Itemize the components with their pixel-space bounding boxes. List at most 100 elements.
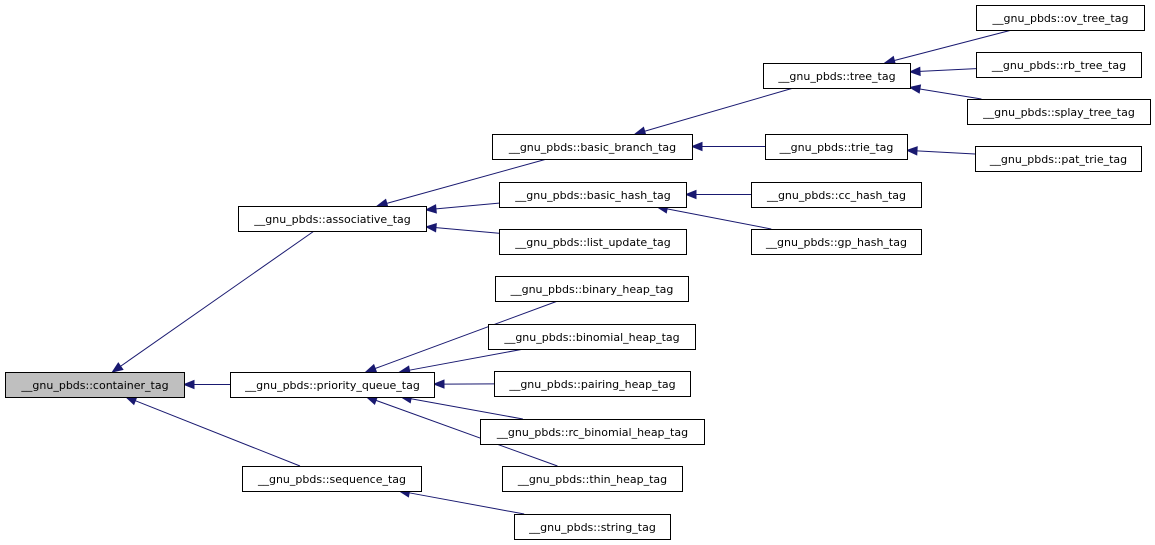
node-box — [514, 514, 671, 540]
node-binary-heap[interactable]: __gnu_pbds::binary_heap_tag — [495, 276, 689, 302]
node-box — [5, 372, 185, 398]
node-label: __gnu_pbds::ov_tree_tag — [992, 12, 1129, 25]
node-pat-trie[interactable]: __gnu_pbds::pat_trie_tag — [975, 146, 1142, 172]
node-box — [976, 52, 1142, 78]
node-basic-hash[interactable]: __gnu_pbds::basic_hash_tag — [499, 182, 687, 208]
arrowhead-icon — [182, 379, 195, 390]
node-box — [751, 182, 922, 208]
edge-priority_queue-to-container — [182, 379, 230, 390]
node-string[interactable]: __gnu_pbds::string_tag — [514, 514, 671, 540]
edge-line — [375, 399, 558, 467]
arrowhead-icon — [908, 84, 922, 94]
edge-associative-to-container — [111, 230, 315, 373]
node-binomial-heap[interactable]: __gnu_pbds::binomial_heap_tag — [488, 324, 696, 350]
edge-binary_heap-to-priority_queue — [364, 300, 558, 373]
edge-cc_hash-to-basic_hash — [684, 189, 751, 200]
edge-basic_hash-to-associative — [424, 202, 500, 214]
graph-nodes: __gnu_pbds::container_tag __gnu_pbds::ass… — [5, 5, 1151, 540]
node-tree[interactable]: __gnu_pbds::tree_tag — [763, 63, 911, 89]
node-basic-branch[interactable]: __gnu_pbds::basic_branch_tag — [492, 134, 693, 160]
node-label: __gnu_pbds::splay_tree_tag — [982, 106, 1135, 119]
edge-line — [409, 492, 525, 515]
arrowhead-icon — [432, 379, 445, 389]
arrowhead-icon — [908, 66, 921, 77]
node-sequence[interactable]: __gnu_pbds::sequence_tag — [242, 466, 422, 492]
edge-gp_hash-to-basic_hash — [655, 204, 772, 230]
node-box — [765, 134, 908, 160]
node-rc-binomial-heap[interactable]: __gnu_pbds::rc_binomial_heap_tag — [480, 419, 705, 445]
edge-line — [374, 300, 558, 369]
node-thin-heap[interactable]: __gnu_pbds::thin_heap_tag — [502, 466, 683, 492]
node-gp-hash[interactable]: __gnu_pbds::gp_hash_tag — [751, 229, 922, 255]
node-box — [238, 206, 427, 232]
node-box — [488, 324, 696, 350]
arrowhead-icon — [424, 204, 437, 214]
arrowhead-icon — [684, 189, 697, 200]
node-label: __gnu_pbds::cc_hash_tag — [766, 189, 906, 202]
node-priority-queue[interactable]: __gnu_pbds::priority_queue_tag — [230, 372, 435, 398]
arrowhead-icon — [424, 223, 437, 233]
node-pairing-heap[interactable]: __gnu_pbds::pairing_heap_tag — [494, 371, 691, 397]
edge-line — [386, 158, 547, 204]
node-box — [763, 63, 911, 89]
node-box — [967, 99, 1151, 125]
edge-line — [435, 227, 500, 234]
node-box — [494, 371, 691, 397]
node-box — [242, 466, 422, 492]
node-box — [480, 419, 705, 445]
node-box — [976, 5, 1145, 31]
arrowhead-icon — [690, 141, 703, 152]
node-label: __gnu_pbds::rb_tree_tag — [991, 59, 1126, 72]
node-label: __gnu_pbds::list_update_tag — [514, 236, 670, 249]
node-box — [230, 372, 435, 398]
arrowhead-icon — [124, 396, 138, 406]
node-label: __gnu_pbds::binomial_heap_tag — [503, 331, 679, 344]
node-trie[interactable]: __gnu_pbds::trie_tag — [765, 134, 908, 160]
arrowhead-icon — [111, 362, 124, 373]
edge-rc_binomial_heap-to-priority_queue — [399, 394, 523, 420]
arrowhead-icon — [633, 126, 647, 136]
edge-list_update-to-associative — [424, 223, 500, 234]
arrowhead-icon — [905, 146, 918, 156]
node-label: __gnu_pbds::sequence_tag — [257, 473, 406, 486]
node-box — [495, 276, 689, 302]
node-label: __gnu_pbds::rc_binomial_heap_tag — [496, 426, 688, 439]
edge-line — [919, 88, 982, 100]
node-label: __gnu_pbds::basic_branch_tag — [508, 141, 676, 154]
node-label: __gnu_pbds::binary_heap_tag — [510, 283, 674, 296]
edge-line — [135, 400, 301, 467]
arrowhead-icon — [364, 363, 378, 373]
node-label: __gnu_pbds::string_tag — [528, 521, 656, 534]
node-box — [502, 466, 683, 492]
edge-line — [666, 208, 772, 230]
edge-tree-to-basic_branch — [633, 87, 794, 136]
edge-line — [919, 68, 977, 72]
node-label: __gnu_pbds::thin_heap_tag — [517, 473, 667, 486]
node-associative[interactable]: __gnu_pbds::associative_tag — [238, 206, 427, 232]
node-box — [751, 229, 922, 255]
node-label: __gnu_pbds::pat_trie_tag — [989, 153, 1127, 166]
node-rb-tree[interactable]: __gnu_pbds::rb_tree_tag — [976, 52, 1142, 78]
node-ov-tree[interactable]: __gnu_pbds::ov_tree_tag — [976, 5, 1145, 31]
node-container[interactable]: __gnu_pbds::container_tag — [5, 372, 185, 398]
edge-pat_trie-to-trie — [905, 146, 976, 156]
edge-line — [916, 150, 976, 155]
node-label: __gnu_pbds::trie_tag — [779, 141, 894, 154]
node-cc-hash[interactable]: __gnu_pbds::cc_hash_tag — [751, 182, 922, 208]
node-box — [499, 229, 687, 255]
node-splay-tree[interactable]: __gnu_pbds::splay_tree_tag — [967, 99, 1151, 125]
node-label: __gnu_pbds::container_tag — [20, 379, 168, 392]
node-label: __gnu_pbds::associative_tag — [253, 213, 410, 226]
edge-pairing_heap-to-priority_queue — [432, 379, 495, 389]
node-list-update[interactable]: __gnu_pbds::list_update_tag — [499, 229, 687, 255]
edge-line — [644, 87, 794, 132]
edge-line — [894, 29, 1012, 61]
edge-string-to-sequence — [398, 488, 525, 515]
edge-line — [409, 348, 525, 371]
edge-line — [435, 202, 500, 210]
node-label: __gnu_pbds::gp_hash_tag — [765, 236, 907, 249]
node-label: __gnu_pbds::basic_hash_tag — [514, 189, 671, 202]
node-label: __gnu_pbds::priority_queue_tag — [244, 379, 420, 392]
edge-trie-to-basic_branch — [690, 141, 765, 152]
